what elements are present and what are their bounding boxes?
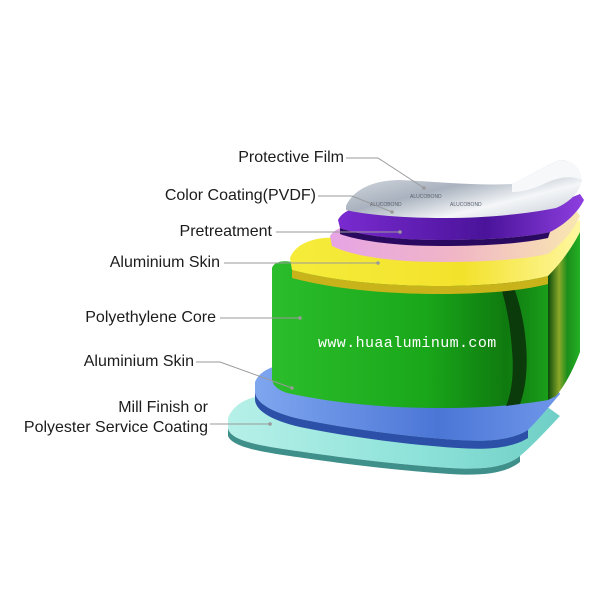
label-mill-finish: Mill Finish or Polyester Service Coating <box>16 398 208 438</box>
label-aluminium-skin-bottom: Aluminium Skin <box>83 353 194 370</box>
label-color-coating: Color Coating(PVDF) <box>164 187 316 204</box>
leader-lines <box>196 157 426 426</box>
svg-text:ALUCOBOND: ALUCOBOND <box>410 194 442 200</box>
label-aluminium-skin-top: Aluminium Skin <box>109 254 220 271</box>
svg-text:ALUCOBOND: ALUCOBOND <box>450 202 482 208</box>
label-mill-finish-line-1: Mill Finish or <box>118 399 208 416</box>
polyethylene-core-layer <box>272 226 580 408</box>
protective-film-layer: ALUCOBOND ALUCOBOND ALUCOBOND <box>346 160 582 218</box>
label-pretreatment: Pretreatment <box>179 223 272 240</box>
svg-text:ALUCOBOND: ALUCOBOND <box>370 202 402 208</box>
label-mill-finish-line-2: Polyester Service Coating <box>23 419 208 436</box>
leader-line-protective-film <box>346 157 425 189</box>
website-watermark: www.huaaluminum.com <box>318 335 497 352</box>
label-protective-film: Protective Film <box>238 149 344 166</box>
label-polyethylene-core: Polyethylene Core <box>85 309 216 326</box>
leader-line-color-coating <box>318 195 393 213</box>
leader-line-aluminium-skin-bottom <box>196 361 293 389</box>
